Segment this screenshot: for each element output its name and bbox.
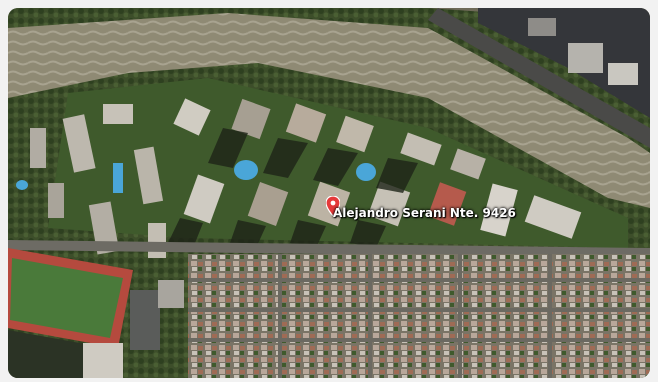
satellite-imagery	[8, 8, 650, 378]
sports-stadium	[8, 248, 133, 378]
building-northeast-2	[608, 63, 638, 85]
satellite-map[interactable]: Alejandro Serani Nte. 9426	[8, 8, 650, 378]
riverbed	[8, 13, 650, 208]
highway	[428, 8, 650, 148]
condominium-towers	[30, 98, 582, 258]
building-northeast-1	[568, 43, 603, 73]
swimming-pools	[16, 160, 376, 193]
building-near-field	[158, 280, 184, 308]
main-road	[8, 240, 650, 258]
residential-blocks	[188, 254, 650, 378]
map-pin-icon[interactable]	[326, 196, 340, 216]
location-label: Alejandro Serani Nte. 9426	[333, 206, 516, 220]
city-block-northeast	[478, 8, 650, 118]
residential-streets	[188, 254, 650, 378]
building-northeast-3	[528, 18, 556, 36]
building-shadows	[168, 128, 418, 248]
parking-lot	[130, 290, 160, 350]
